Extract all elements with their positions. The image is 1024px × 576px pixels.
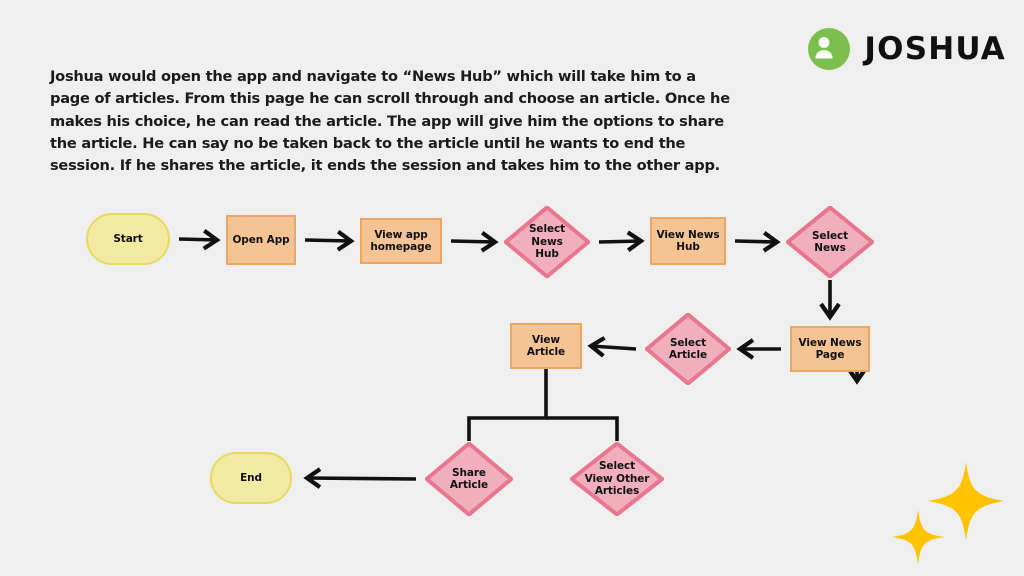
brand-logo: JOSHUA	[808, 28, 1006, 70]
flow-node-other_art: Select View Other Articles	[570, 442, 664, 516]
flow-edge-arrowhead	[762, 230, 781, 253]
flow-node-select_art: Select Article	[645, 313, 731, 385]
flow-edge	[178, 237, 218, 242]
flow-node-select_hub: Select News Hub	[504, 206, 590, 278]
flow-edge-arrowhead	[846, 366, 868, 385]
flow-node-label: View News Hub	[656, 228, 720, 254]
sparkle-decoration	[888, 450, 1018, 570]
flow-node-view_news_pg: View News Page	[790, 326, 870, 372]
flow-node-label: View app homepage	[370, 228, 432, 254]
sparkle-small-icon	[892, 510, 944, 564]
flow-node-open_app: Open App	[226, 215, 296, 265]
flow-edge-arrowhead	[736, 338, 755, 360]
flow-node-label: Open App	[232, 233, 290, 246]
flow-node-view_hub: View News Hub	[650, 217, 726, 265]
flow-edge-arrowhead	[202, 228, 221, 251]
flow-node-view_home: View app homepage	[360, 218, 442, 264]
flow-node-end: End	[210, 452, 292, 504]
flow-edge	[467, 369, 548, 441]
flow-node-start: Start	[86, 213, 170, 265]
flow-node-share_art: Share Article	[425, 442, 513, 516]
flow-node-view_article: View Article	[510, 323, 582, 369]
intro-paragraph: Joshua would open the app and navigate t…	[50, 68, 730, 175]
flow-node-label: End	[240, 471, 262, 484]
flow-edge-arrowhead	[819, 302, 841, 321]
flow-edge-arrowhead	[587, 336, 606, 358]
flow-node-label: Select News Hub	[528, 223, 566, 261]
brand-name: JOSHUA	[864, 31, 1006, 67]
flow-node-label: Select News	[811, 229, 849, 255]
flow-edge-arrowhead	[480, 231, 499, 253]
flow-node-label: Start	[113, 232, 143, 245]
flow-edge-arrowhead	[626, 230, 645, 253]
flow-edge	[546, 416, 619, 441]
flow-node-label: Select View Other Articles	[584, 460, 650, 498]
flow-edge	[734, 239, 778, 244]
flow-node-label: View Article	[526, 333, 566, 359]
flow-edge-arrowhead	[336, 230, 355, 252]
sparkle-large-icon	[928, 462, 1004, 540]
flow-node-label: View News Page	[798, 336, 862, 362]
flow-edge	[304, 238, 352, 243]
flow-edge	[590, 344, 637, 351]
flow-node-label: Select Article	[668, 336, 708, 362]
flow-edge	[598, 239, 642, 244]
flow-node-label: Share Article	[449, 466, 489, 492]
flow-edge	[450, 239, 496, 244]
flow-edge	[306, 476, 417, 481]
flow-node-select_news: Select News	[786, 206, 874, 278]
person-avatar-icon	[808, 28, 851, 70]
flow-edge-arrowhead	[303, 467, 322, 489]
